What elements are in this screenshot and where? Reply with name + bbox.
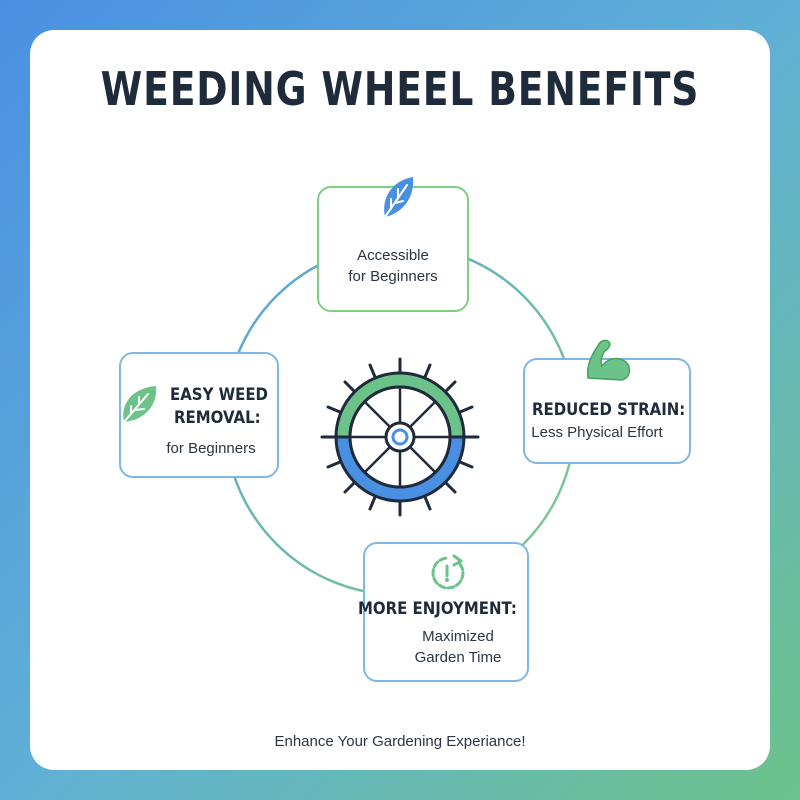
benefit-enjoyment-heading: MORE ENJOYMENT: (358, 599, 517, 619)
benefit-accessible-line2: for Beginners (348, 268, 438, 285)
flexed-arm-icon (586, 339, 631, 381)
benefit-enjoyment-line1: Maximized (422, 628, 494, 645)
leaf-icon (123, 386, 157, 423)
benefit-accessible-box: Accessible for Beginners (317, 186, 469, 312)
benefit-enjoyment-line2: Garden Time (414, 649, 502, 666)
benefit-easy-weed-removal-heading-line2: REMOVAL: (174, 408, 261, 428)
leaf-icon (384, 177, 414, 218)
benefit-easy-weed-removal-text: for Beginners (166, 440, 256, 457)
clock-icon (431, 554, 465, 590)
weeding-wheel-icon (320, 357, 480, 517)
page-title: WEEDING WHEEL BENEFITS (100, 62, 700, 116)
benefit-reduced-strain-text: Less Physical Effort (531, 424, 663, 441)
benefit-accessible-line1: Accessible (357, 247, 429, 264)
footer-tagline: Enhance Your Gardening Experiance! (274, 733, 526, 750)
benefit-reduced-strain-heading: REDUCED STRAIN: (532, 400, 686, 420)
benefit-easy-weed-removal-heading-line1: EASY WEED (170, 385, 268, 405)
benefit-easy-weed-removal-box: for Beginners (119, 352, 279, 478)
